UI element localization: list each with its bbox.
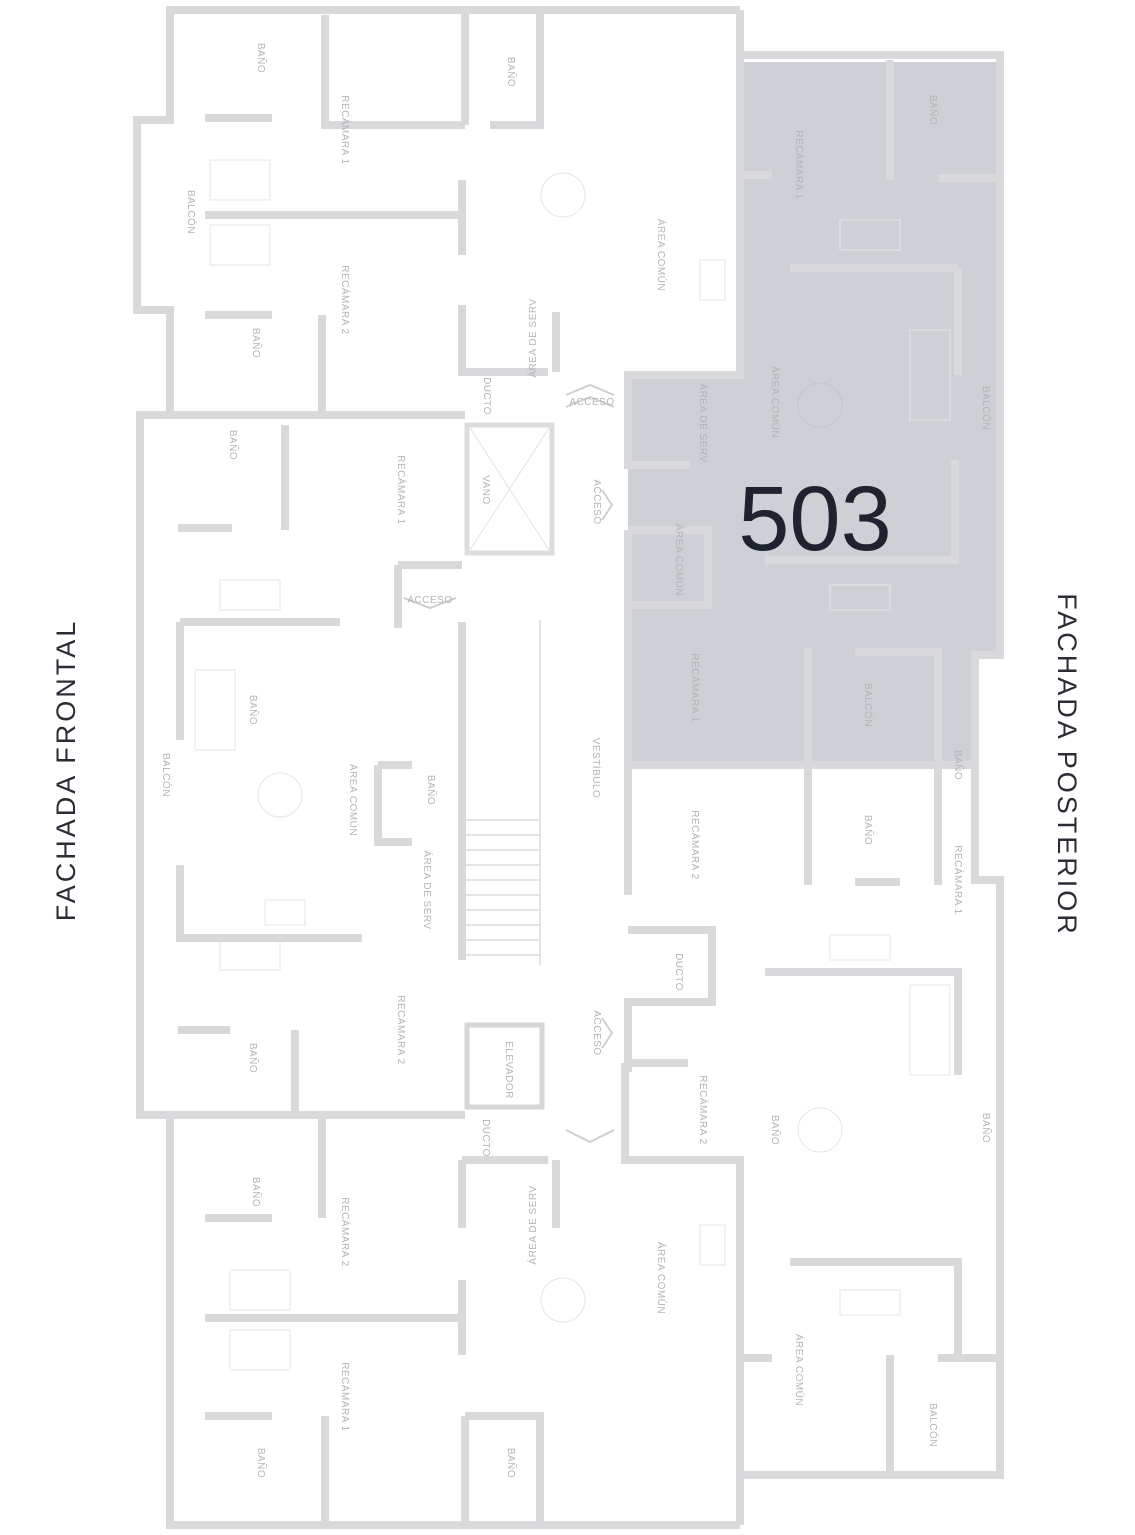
room-label: BAÑO [862, 815, 875, 845]
room-label: BAÑO [980, 1113, 993, 1143]
walls-right [621, 10, 1004, 1525]
room-label: RECÁMARA 2 [697, 1075, 710, 1144]
room-label: BAÑO [425, 775, 438, 805]
room-label: BALCÓN [862, 683, 875, 727]
room-label: BAÑO [769, 1115, 782, 1145]
room-label: ÁREA DE SERV [697, 383, 710, 462]
room-label: BAÑO [505, 1448, 518, 1478]
stairs [466, 620, 541, 965]
walls-left [133, 6, 740, 1529]
furniture-hints [194, 159, 951, 1371]
room-label: BAÑO [227, 430, 240, 460]
room-labels: BAÑO BAÑO RECÁMARA 1 BALCÓN RECÁMARA 2 B… [160, 43, 993, 1478]
room-label: VESTÍBULO [590, 738, 603, 799]
room-label: BAÑO [255, 43, 268, 73]
room-label: ELEVADOR [503, 1041, 514, 1099]
room-label: RECÁMARA 2 [339, 265, 352, 334]
unit-503-highlight[interactable] [628, 62, 1000, 765]
room-label: RECÁMARA 1 [339, 1362, 352, 1431]
room-label: ÁREA DE SERV [526, 298, 539, 377]
room-label: ÁREA COMÚN [655, 1242, 668, 1314]
room-label: RECÁMARA 2 [395, 995, 408, 1064]
room-label: ÁREA DE SERV [526, 1185, 539, 1264]
room-label: RECÁMARA 1 [339, 95, 352, 164]
room-label: BAÑO [247, 1043, 260, 1073]
front-facade-label: FACHADA FRONTAL [51, 619, 81, 922]
room-label: RECÁMARA 1 [689, 653, 702, 722]
access-arrows [403, 383, 615, 1144]
walls-core [458, 6, 740, 1525]
room-label: ÁREA COMÚN [655, 219, 668, 291]
back-facade-label: FACHADA POSTERIOR [1052, 593, 1082, 937]
room-label: ÁREA DE SERV [421, 850, 434, 929]
room-label: BALCÓN [980, 386, 993, 430]
room-label: BAÑO [505, 57, 518, 87]
room-label: BALCÓN [927, 1403, 940, 1447]
room-label: ACCESO [569, 397, 614, 408]
room-label: BALCÓN [185, 190, 198, 234]
room-label: BAÑO [255, 1448, 268, 1478]
room-label: BAÑO [250, 328, 263, 358]
room-label: RECÁMARA 1 [395, 455, 408, 524]
room-label: RECÁMARA 2 [339, 1197, 352, 1266]
room-label: ÁREA COMÚN [673, 524, 686, 596]
room-label: RECÁMARA 2 [689, 810, 702, 879]
room-label: ÁREA COMÚN [793, 1334, 806, 1406]
room-label: BAÑO [250, 1177, 263, 1207]
room-label: RECÁMARA 1 [793, 130, 806, 199]
room-label: BAÑO [952, 750, 965, 780]
room-label: BALCÓN [160, 753, 173, 797]
room-label: ACCESO [407, 595, 452, 606]
unit-number: 503 [738, 468, 892, 570]
room-label: ACCESO [591, 1010, 602, 1055]
room-label: ÁREA COMÚN [769, 366, 782, 438]
room-label: DUCTO [481, 377, 492, 415]
room-label: RECÁMARA 1 [952, 845, 965, 914]
room-label: ÁREA COMÚN [347, 764, 360, 836]
room-label: DUCTO [480, 1119, 491, 1157]
room-label: BAÑO [247, 695, 260, 725]
room-label: DUCTO [673, 953, 684, 991]
room-label: ACCESO [591, 479, 602, 524]
room-label: BAÑO [927, 95, 940, 125]
room-label: VANO [480, 475, 491, 505]
